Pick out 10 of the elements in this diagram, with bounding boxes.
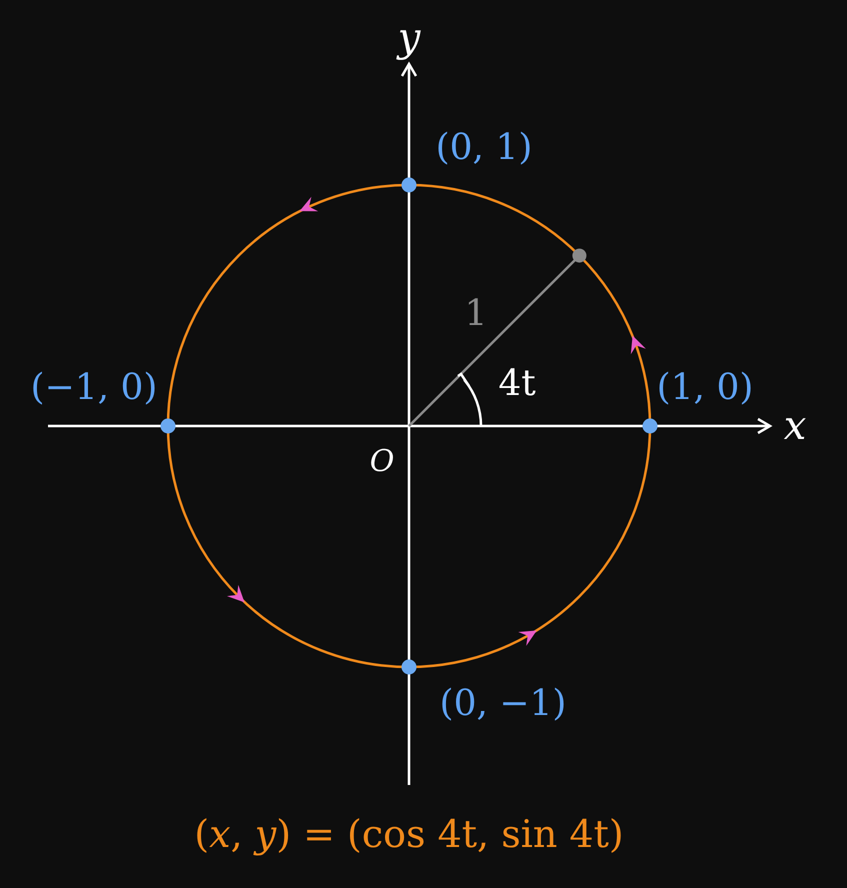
angle-label: 4t (498, 366, 536, 402)
point-label: (1, 0) (656, 370, 754, 406)
axis-label: y (398, 18, 420, 58)
caption: (x, y) = (cos 4t, sin 4t) (194, 815, 624, 853)
point-label: (0, −1) (440, 686, 566, 722)
axis-label: x (784, 406, 806, 446)
origin-label: O (370, 447, 394, 477)
point-label: (−1, 0) (30, 370, 158, 406)
length-label: 1 (464, 296, 488, 332)
point-label: (0, 1) (436, 130, 532, 166)
